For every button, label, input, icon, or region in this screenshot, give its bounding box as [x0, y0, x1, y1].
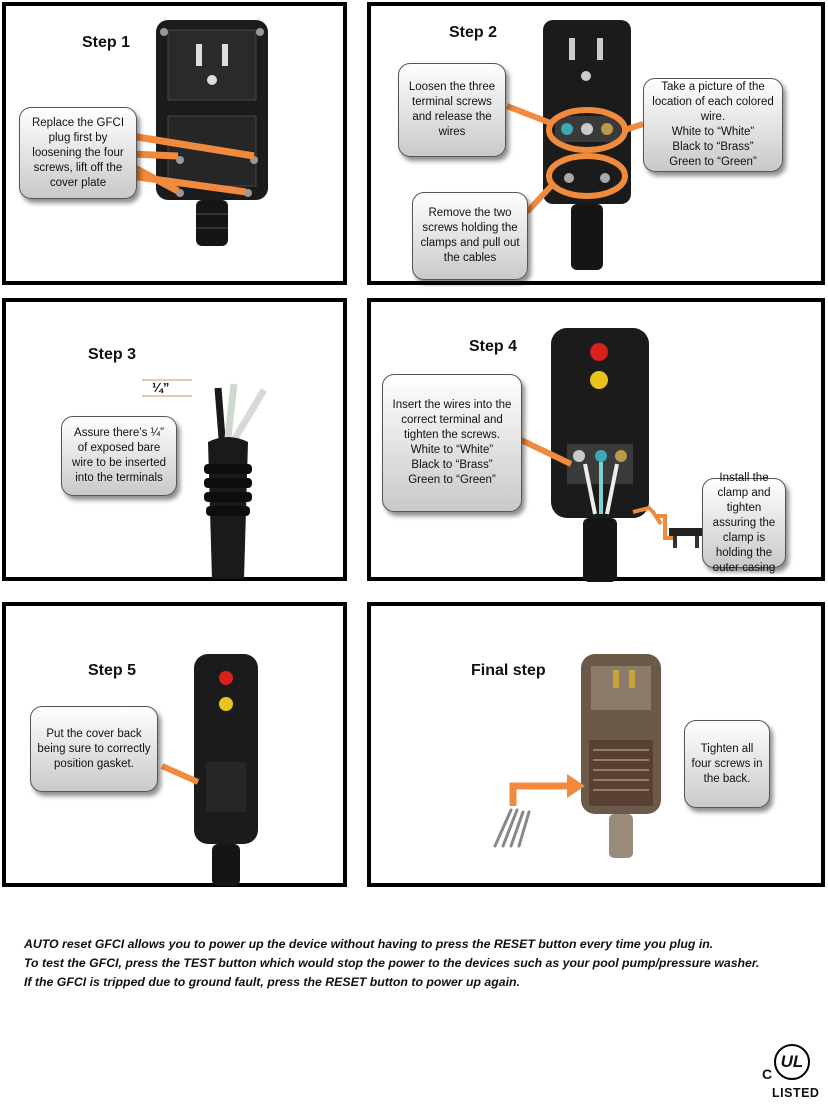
footnote-line-test: To test the GFCI, press the TEST button …	[24, 956, 760, 970]
final-step-arrow	[509, 774, 585, 806]
step-5-pointer	[160, 763, 200, 785]
step-4-title: Step 4	[469, 338, 518, 355]
step-3-callout: Assure there’s ¼” of exposed bare wire t…	[61, 416, 177, 496]
instructions-footnote: AUTO reset GFCI allows you to power up t…	[24, 935, 824, 992]
step-4-callout-clamp: Install the clamp and tighten assuring t…	[702, 472, 786, 574]
final-step-callout: Tighten all four screws in the back.	[684, 720, 770, 808]
step-5-callout: Put the cover back being sure to correct…	[30, 706, 158, 792]
stripped-cord-image	[204, 383, 268, 579]
gfci-wired-image	[551, 328, 649, 582]
step-3-title: Step 3	[88, 346, 137, 363]
step-1-title: Step 1	[82, 34, 131, 51]
step-2-callout-loosen: Loosen the three terminal screws and rel…	[398, 63, 506, 157]
ul-logo-icon: UL	[774, 1044, 810, 1080]
step-2-title: Step 2	[449, 24, 498, 41]
ul-listed-label: LISTED	[772, 1086, 820, 1100]
step-1-callout: Replace the GFCI plug first by loosening…	[19, 107, 137, 199]
step-4-panel: Step 4 Insert the wires into the correct…	[367, 298, 825, 582]
step-3-panel: Step 3 ¼” Assure there’s ¼” of exposed b…	[2, 298, 347, 581]
measure-bracket	[142, 379, 192, 397]
final-step-panel: Final step Tighten all four screws in th…	[367, 602, 825, 887]
step-5-title: Step 5	[88, 662, 137, 679]
step-2-pointers	[505, 103, 644, 215]
step-4-callout-insert: Insert the wires into the correct termin…	[382, 374, 522, 512]
final-step-title: Final step	[471, 662, 546, 679]
ul-c-letter: C	[762, 1066, 773, 1082]
step-1-pointer-arrows	[129, 132, 255, 196]
step-1-panel: Step 1 Replace the GFCI plug first by lo…	[2, 2, 347, 285]
clamp-image	[669, 528, 703, 548]
footnote-line-reset: If the GFCI is tripped due to ground fau…	[24, 975, 520, 989]
screws-image	[493, 808, 531, 848]
gfci-assembled-image	[194, 654, 258, 886]
measure-label: ¼”	[152, 380, 170, 395]
footnote-line-auto-reset: AUTO reset GFCI allows you to power up t…	[24, 937, 714, 951]
step-2-callout-picture: Take a picture of the location of each c…	[643, 78, 783, 172]
cul-listed-mark: C UL LISTED	[762, 1042, 824, 1106]
step-5-panel: Step 5 Put the cover back being sure to …	[2, 602, 347, 887]
gfci-back-image	[581, 654, 661, 858]
step-2-callout-remove: Remove the two screws holding the clamps…	[412, 192, 528, 280]
step-4-pointers	[519, 437, 675, 540]
step-2-panel: Step 2 Loosen the three terminal screws …	[367, 2, 825, 285]
